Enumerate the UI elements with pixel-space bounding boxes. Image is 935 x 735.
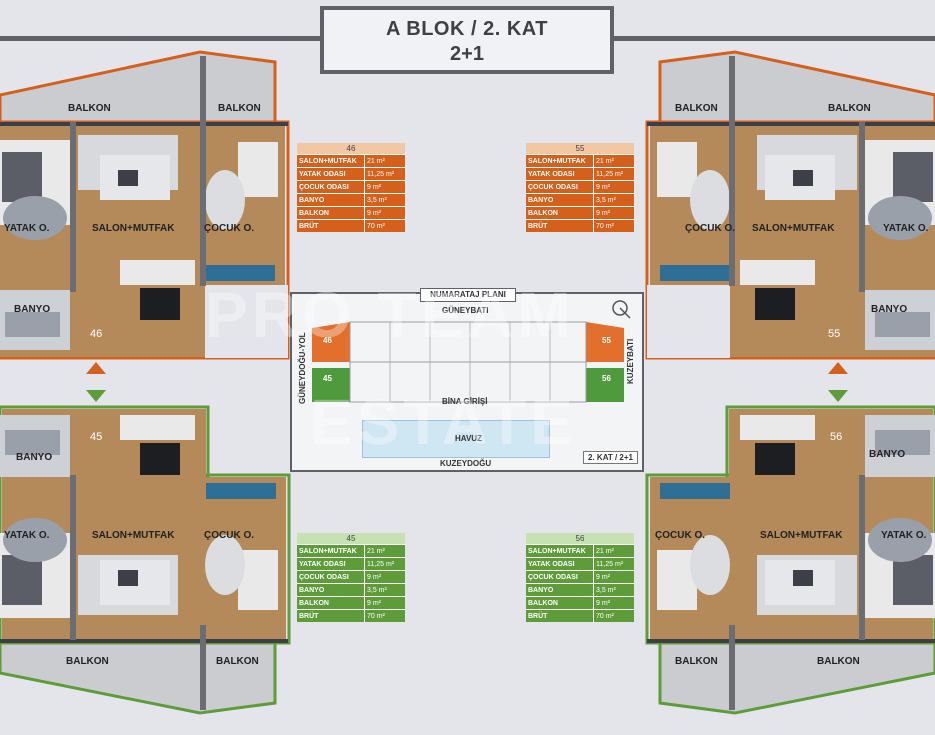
apartment-45: BANYO YATAK O. SALON+MUTFAK ÇOCUK O. BAL… [0, 405, 291, 715]
plan-south-label: KUZEYDOĞU [440, 459, 492, 468]
arrow-pair-right [828, 362, 848, 402]
plan-header: NUMARATAJ PLANI [420, 288, 516, 302]
apartment-56: BANYO ÇOCUK O. SALON+MUTFAK YATAK O. BAL… [645, 405, 935, 715]
unit-46-balcony-left-label: BALKON [68, 103, 111, 114]
unit-56-child-room-label: ÇOCUK O. [655, 530, 705, 541]
plan-unit-45: 45 [323, 374, 332, 383]
unit-46-bathroom-label: BANYO [14, 304, 51, 315]
plan-entrance-label: BİNA GİRİŞİ [442, 397, 488, 406]
title-box: A BLOK / 2. KAT 2+1 [320, 6, 614, 74]
plan-north-label: GÜNEYBATI [442, 306, 489, 315]
unit-55-living-kitchen-label: SALON+MUTFAK [752, 223, 835, 234]
unit-46-number: 46 [90, 328, 103, 340]
compass-icon [612, 300, 631, 319]
unit-55-child-room-label: ÇOCUK O. [685, 223, 735, 234]
unit-46-living-kitchen-label: SALON+MUTFAK [92, 223, 175, 234]
page-title: A BLOK / 2. KAT [386, 18, 548, 40]
page-subtitle: 2+1 [450, 43, 484, 65]
apartment-45-plan [0, 405, 291, 715]
unit-45-bedroom-label: YATAK O. [4, 530, 50, 541]
unit-46-child-room-label: ÇOCUK O. [204, 223, 254, 234]
unit-55-bedroom-label: YATAK O. [883, 223, 929, 234]
unit-45-living-kitchen-label: SALON+MUTFAK [92, 530, 175, 541]
apartment-46: BALKON BALKON YATAK O. SALON+MUTFAK ÇOCU… [0, 50, 290, 360]
plan-east-label: KUZEYBATI [626, 338, 635, 384]
spec-table-56-header: 56 [526, 533, 634, 544]
arrow-pair-left [86, 362, 106, 402]
spec-table-55-header: 55 [526, 143, 634, 154]
unit-45-bathroom-label: BANYO [16, 452, 53, 463]
unit-56-balcony-right-label: BALKON [817, 656, 860, 667]
apartment-46-plan [0, 50, 290, 360]
unit-55-balcony-left-label: BALKON [675, 103, 718, 114]
plan-unit-56: 56 [602, 374, 611, 383]
unit-45-number: 45 [90, 431, 103, 443]
unit-56-living-kitchen-label: SALON+MUTFAK [760, 530, 843, 541]
arrow-up-icon [86, 362, 106, 374]
spec-table-45-header: 45 [297, 533, 405, 544]
plan-unit-55: 55 [602, 336, 611, 345]
numbering-plan: NUMARATAJ PLANI GÜNEYBATI KUZEYDOĞU GÜNE… [290, 288, 644, 472]
arrow-down-icon [86, 390, 106, 402]
top-frame-line-left [0, 36, 322, 41]
apartment-55: BALKON BALKON ÇOCUK O. SALON+MUTFAK YATA… [645, 50, 935, 360]
plan-floor-badge: 2. KAT / 2+1 [583, 451, 638, 464]
unit-45-child-room-label: ÇOCUK O. [204, 530, 254, 541]
unit-46-balcony-right-label: BALKON [218, 103, 261, 114]
arrow-up-icon [828, 362, 848, 374]
unit-56-number: 56 [830, 431, 843, 443]
spec-table-46-header: 46 [297, 143, 405, 154]
unit-56-balcony-left-label: BALKON [675, 656, 718, 667]
unit-55-balcony-right-label: BALKON [828, 103, 871, 114]
apartment-55-plan [645, 50, 935, 360]
apartment-56-plan [645, 405, 935, 715]
unit-45-balcony-right-label: BALKON [216, 656, 259, 667]
arrow-down-icon [828, 390, 848, 402]
plan-building-outline [312, 321, 624, 403]
watermark-line2: ESTATE [310, 386, 577, 458]
unit-55-number: 55 [828, 328, 841, 340]
unit-56-bathroom-label: BANYO [869, 449, 906, 460]
plan-pool [362, 420, 550, 458]
unit-46-bedroom-label: YATAK O. [4, 223, 50, 234]
unit-56-bedroom-label: YATAK O. [881, 530, 927, 541]
watermark-line1: PRO TEAM [205, 279, 575, 351]
unit-45-balcony-left-label: BALKON [66, 656, 109, 667]
plan-unit-46: 46 [323, 336, 332, 345]
top-frame-line-right [612, 36, 935, 41]
plan-pool-label: HAVUZ [455, 434, 482, 443]
unit-55-bathroom-label: BANYO [871, 304, 908, 315]
